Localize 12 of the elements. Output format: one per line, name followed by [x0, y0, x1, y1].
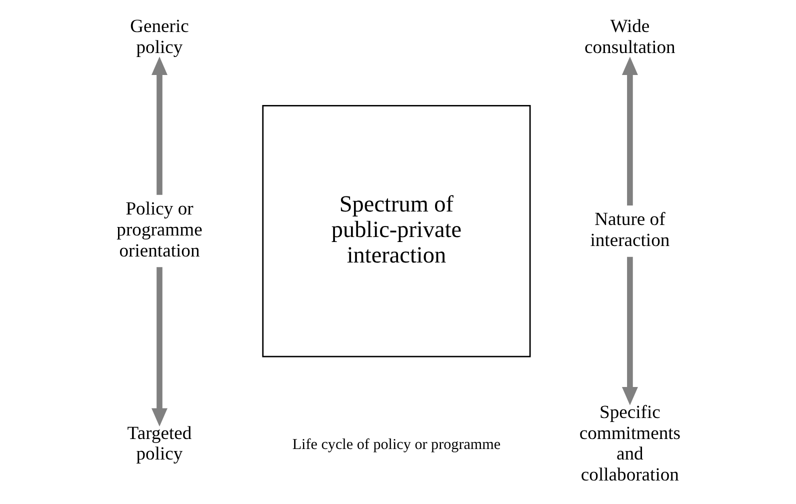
arrow: [151, 267, 167, 427]
node-text: Nature of interaction: [590, 209, 670, 251]
arrow: [621, 256, 638, 406]
arrow: [151, 56, 167, 195]
node-box: Spectrum of public-private interaction: [262, 104, 530, 358]
node-text: Targeted policy: [126, 422, 192, 465]
node-text: Specific commitments and collaboration: [578, 402, 680, 486]
node-text: Wide consultation: [584, 16, 675, 58]
label: Life cycle of policy or programme: [292, 436, 500, 453]
node-text: Generic policy: [130, 16, 188, 58]
node-text: Policy or programme orientation: [116, 198, 202, 262]
arrow: [621, 56, 638, 206]
